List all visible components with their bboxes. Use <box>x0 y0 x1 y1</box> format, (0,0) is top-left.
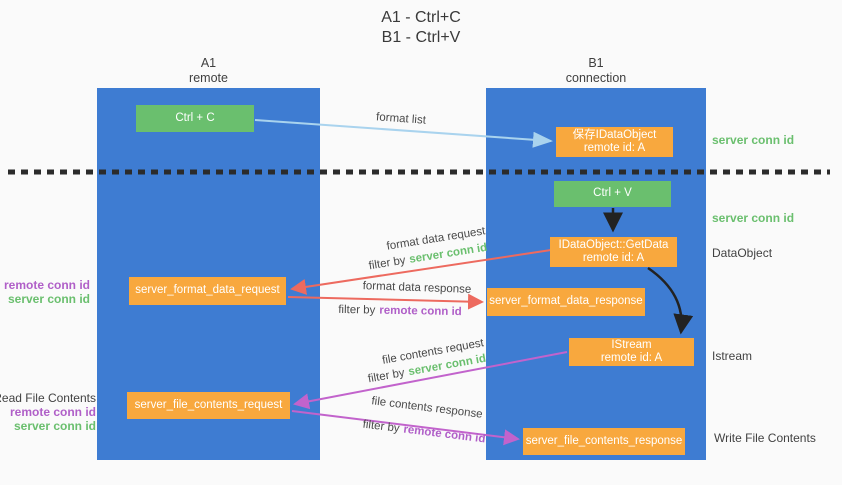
file-contents-response-arrow-label: file contents response <box>370 395 484 421</box>
server-format-data-request-label: server_format_data_request <box>135 284 280 297</box>
server-file-contents-request-box: server_file_contents_request <box>127 392 290 419</box>
left-read-file-group: Read File Contents remote conn id server… <box>0 391 96 433</box>
save-idataobject-line2: remote id: A <box>583 142 646 154</box>
ctrl-v-label: Ctrl + V <box>593 187 632 200</box>
filter-by-text: filter by <box>361 418 401 435</box>
filter-by-text: filter by <box>367 254 407 273</box>
left-conn-id-group-1: remote conn id server conn id <box>4 278 90 306</box>
istream-box: IStream remote id: A <box>569 338 694 366</box>
right-server-conn-id-top: server conn id <box>712 133 795 147</box>
istream-side-label: Istream <box>712 349 753 363</box>
format-list-arrow-label: format list <box>375 111 427 127</box>
ctrl-c-label: Ctrl + C <box>175 111 215 124</box>
diagram-title-line2: B1 - Ctrl+V <box>381 29 461 46</box>
save-idataobject-line1: 保存IDataObject <box>572 128 657 141</box>
lane-header-a1: A1 remote <box>97 56 320 86</box>
left-server-conn-id-2: server conn id <box>13 419 96 433</box>
server-format-data-response-box: server_format_data_response <box>487 288 645 316</box>
server-file-contents-response-box: server_file_contents_response <box>523 428 685 455</box>
lane-b1-subtitle: connection <box>565 71 627 85</box>
ctrl-c-box: Ctrl + C <box>136 105 254 132</box>
idataobject-getdata-line1: IDataObject::GetData <box>558 238 669 251</box>
idataobject-getdata-box: IDataObject::GetData remote id: A <box>550 237 677 267</box>
left-remote-conn-id: remote conn id <box>3 278 90 292</box>
left-remote-conn-id-2: remote conn id <box>9 405 96 419</box>
format-data-response-arrow-label: format data response <box>362 280 472 296</box>
server-format-data-request-box: server_format_data_request <box>129 277 286 305</box>
lane-a1-name: A1 <box>200 56 217 70</box>
remote-conn-id-key: remote conn id <box>402 423 487 446</box>
left-server-conn-id: server conn id <box>7 292 90 306</box>
save-idataobject-box: 保存IDataObject remote id: A <box>556 127 673 157</box>
remote-conn-id-key: remote conn id <box>379 304 462 319</box>
istream-line1: IStream <box>611 338 652 351</box>
diagram-title-line1: A1 - Ctrl+C <box>381 9 461 26</box>
server-file-contents-response-label: server_file_contents_response <box>525 434 683 447</box>
filter-by-text: filter by <box>338 303 376 317</box>
write-file-contents-label: Write File Contents <box>714 431 816 445</box>
lane-header-b1: B1 connection <box>486 56 706 86</box>
server-file-contents-request-label: server_file_contents_request <box>134 398 283 411</box>
istream-line2: remote id: A <box>600 352 663 364</box>
dataobject-side-label: DataObject <box>712 246 773 260</box>
filter-by-text: filter by <box>367 367 406 386</box>
read-file-contents-label: Read File Contents <box>0 391 96 405</box>
right-server-conn-id-mid: server conn id <box>712 211 795 225</box>
server-format-data-response-label: server_format_data_response <box>489 295 643 308</box>
lane-b1-name: B1 <box>588 56 604 70</box>
lane-a1-subtitle: remote <box>189 71 228 85</box>
ctrl-v-box: Ctrl + V <box>554 181 671 207</box>
idataobject-getdata-line2: remote id: A <box>582 252 645 264</box>
